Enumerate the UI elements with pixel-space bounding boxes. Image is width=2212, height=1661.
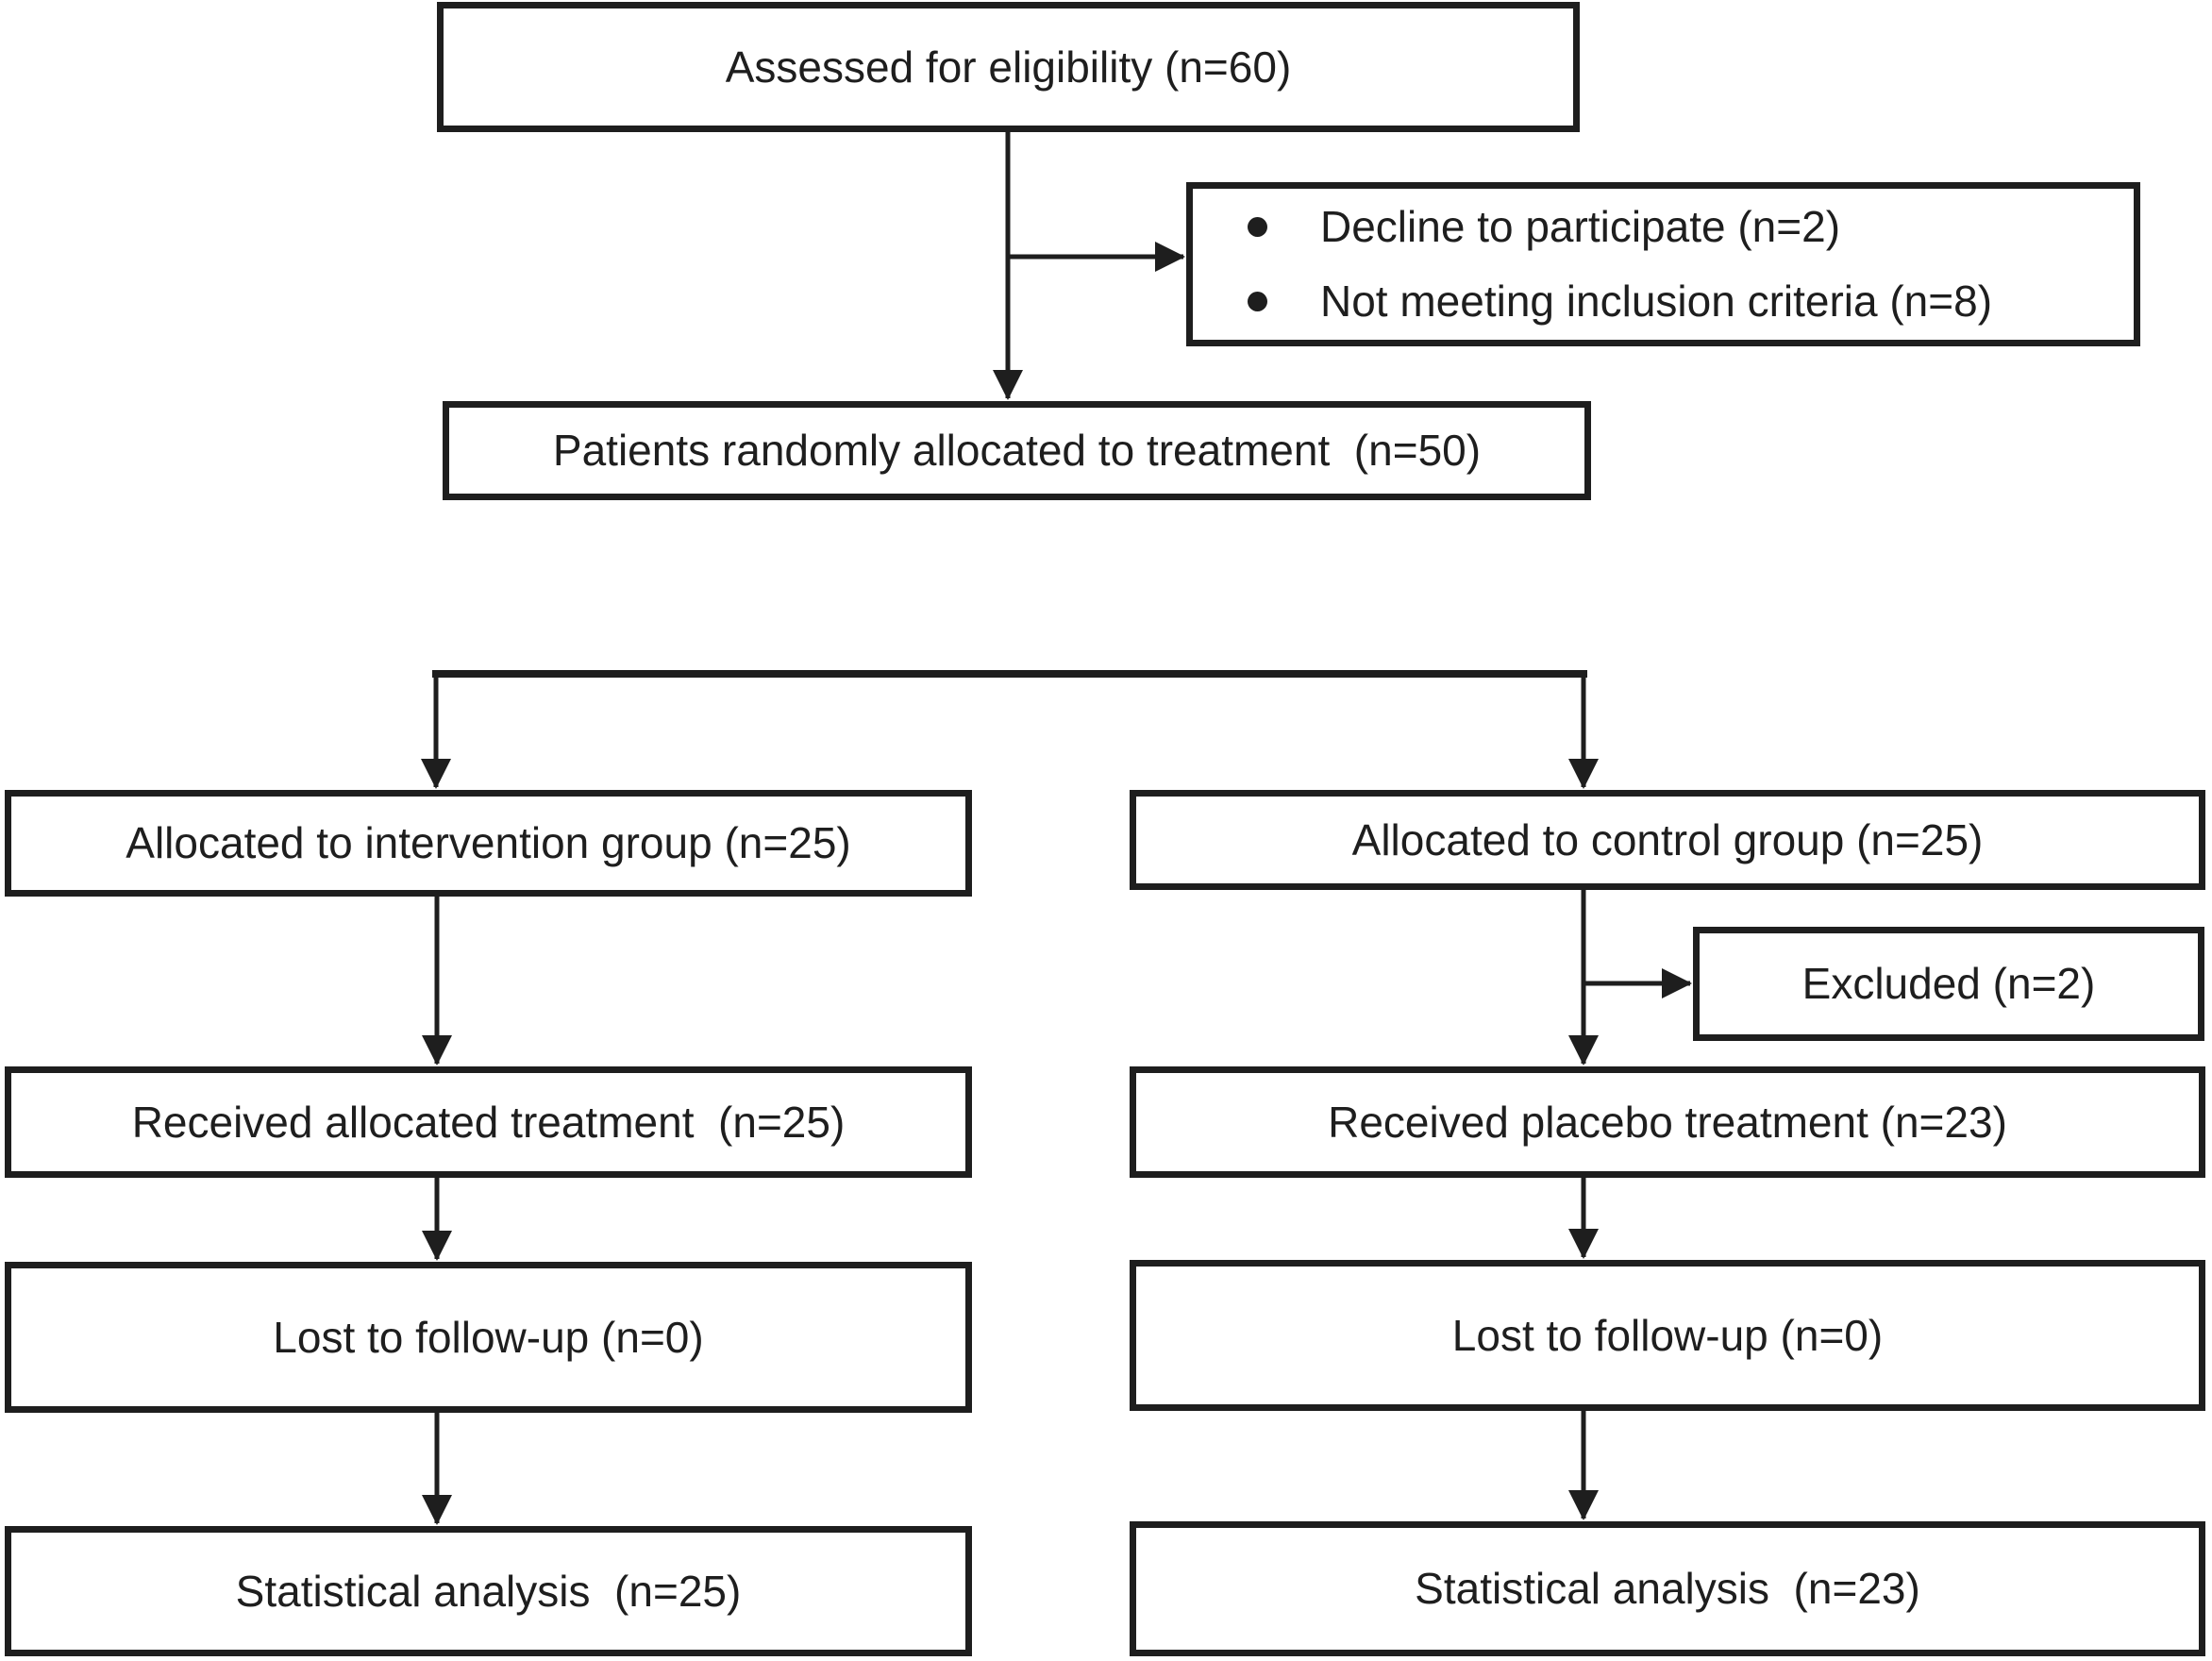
box-control-allocated: Allocated to control group (n=25) bbox=[1130, 790, 2205, 890]
control-analysis-label: Statistical analysis (n=23) bbox=[1415, 1564, 1920, 1614]
box-intervention-allocated: Allocated to intervention group (n=25) bbox=[5, 790, 972, 897]
assessed-label: Assessed for eligibility (n=60) bbox=[725, 42, 1292, 92]
box-exclusion-reasons: Decline to participate (n=2) Not meeting… bbox=[1186, 182, 2140, 346]
intervention-allocated-label: Allocated to intervention group (n=25) bbox=[126, 818, 851, 868]
exclusion-reason-label: Not meeting inclusion criteria (n=8) bbox=[1320, 277, 1993, 326]
box-intervention-received: Received allocated treatment (n=25) bbox=[5, 1066, 972, 1178]
exclusion-reason-item: Not meeting inclusion criteria (n=8) bbox=[1248, 277, 2134, 327]
exclusion-reason-item: Decline to participate (n=2) bbox=[1248, 202, 2134, 252]
intervention-received-label: Received allocated treatment (n=25) bbox=[131, 1097, 846, 1147]
box-control-analysis: Statistical analysis (n=23) bbox=[1130, 1521, 2205, 1656]
box-assessed-eligibility: Assessed for eligibility (n=60) bbox=[437, 2, 1580, 132]
box-control-lost: Lost to follow-up (n=0) bbox=[1130, 1260, 2205, 1411]
randomized-label: Patients randomly allocated to treatment… bbox=[552, 426, 1482, 476]
control-allocated-label: Allocated to control group (n=25) bbox=[1351, 814, 1984, 864]
intervention-analysis-label: Statistical analysis (n=25) bbox=[235, 1566, 742, 1616]
bullet-icon bbox=[1248, 217, 1267, 238]
box-control-excluded: Excluded (n=2) bbox=[1693, 927, 2204, 1041]
exclusion-reason-label: Decline to participate (n=2) bbox=[1320, 202, 1841, 252]
control-received-label: Received placebo treatment (n=23) bbox=[1328, 1097, 2007, 1147]
control-lost-label: Lost to follow-up (n=0) bbox=[1451, 1310, 1884, 1360]
control-excluded-label: Excluded (n=2) bbox=[1801, 959, 2096, 1009]
intervention-lost-label: Lost to follow-up (n=0) bbox=[273, 1312, 704, 1362]
box-intervention-lost: Lost to follow-up (n=0) bbox=[5, 1262, 972, 1413]
box-randomized: Patients randomly allocated to treatment… bbox=[443, 401, 1591, 500]
box-intervention-analysis: Statistical analysis (n=25) bbox=[5, 1526, 972, 1656]
bullet-icon bbox=[1248, 291, 1267, 311]
box-control-received: Received placebo treatment (n=23) bbox=[1130, 1066, 2205, 1178]
